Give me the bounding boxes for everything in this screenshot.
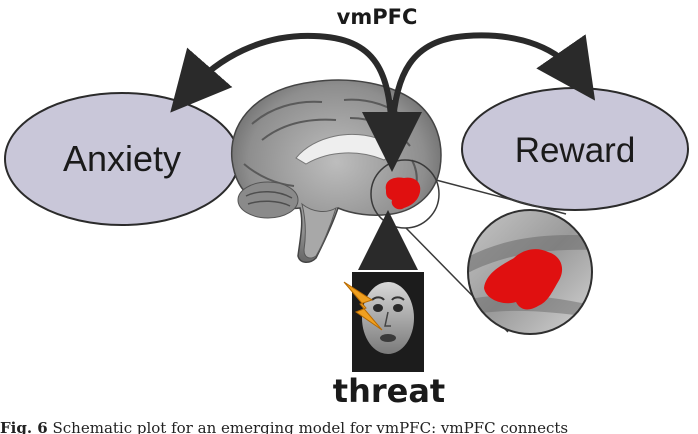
reward-label: Reward <box>515 131 636 170</box>
caption-prefix: Fig. 6 <box>0 419 48 434</box>
vmpfc-arrows <box>170 32 596 172</box>
figure-caption: Fig. 6 Schematic plot for an emerging mo… <box>0 418 698 434</box>
brain-sagittal-image <box>231 79 442 263</box>
threat-label: threat <box>333 372 445 410</box>
magnifier-inset <box>467 209 593 335</box>
face-photo <box>352 272 424 372</box>
lightning-bolt-icon <box>343 281 383 331</box>
anxiety-node: Anxiety <box>4 92 240 226</box>
vmpfc-region <box>385 177 421 210</box>
caption-text: Schematic plot for an emerging model for… <box>52 419 569 434</box>
anxiety-label: Anxiety <box>63 138 181 179</box>
vmpfc-label: vmPFC <box>337 5 418 29</box>
reward-node: Reward <box>461 87 689 211</box>
